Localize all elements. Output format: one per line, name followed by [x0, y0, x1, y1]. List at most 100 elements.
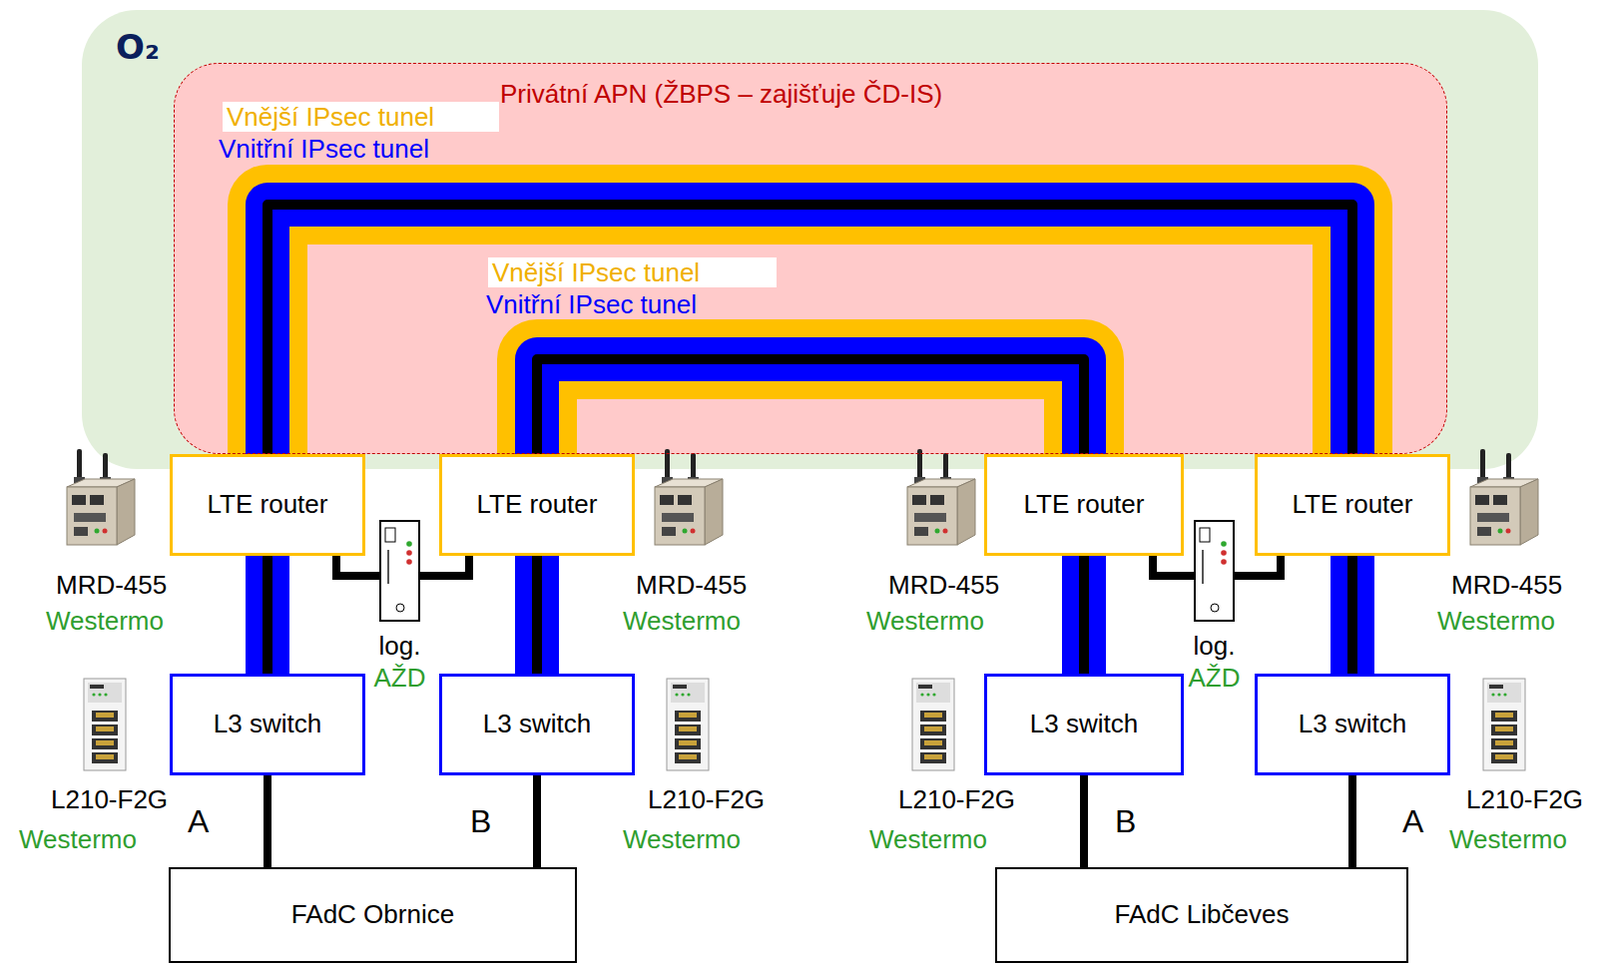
station-link [267, 775, 269, 868]
model-label: L210-F2G [1466, 784, 1584, 815]
station-link [1352, 775, 1354, 868]
station-link [1083, 775, 1085, 868]
logger-cable-stroke [1234, 555, 1281, 576]
operator-logo: O₂ [115, 27, 160, 67]
inner-ipsec-tunnel [267, 204, 1353, 674]
node-label: L3 switch [1030, 709, 1138, 740]
apn-ground [173, 62, 1448, 455]
tunnel-label: Vnější IPsec tunel [222, 101, 500, 132]
logger-picture-part [406, 540, 413, 547]
l3-switch-picture [83, 678, 126, 771]
link-label: B [1111, 803, 1139, 840]
region-title: Privátní APN (ŽBPS – zajišťuje ČD-IS) [500, 79, 943, 110]
vendor-label: Westermo [1449, 824, 1568, 855]
lte-router-box: LTE router [169, 454, 366, 556]
logger-cable [1152, 555, 1194, 576]
node-label: L3 switch [1298, 709, 1407, 740]
model-label: L210-F2G [50, 784, 168, 815]
tunnel-label: Vnější IPsec tunel [488, 257, 777, 288]
logger-cable-stroke [420, 555, 470, 576]
l3-switch-box: L3 switch [169, 673, 366, 776]
logger-picture-part [385, 528, 396, 542]
l3-switch-box: L3 switch [439, 673, 635, 776]
node-label: L3 switch [483, 709, 591, 740]
vendor-label: Westermo [1437, 605, 1556, 636]
logger-picture-part [1220, 558, 1227, 565]
logger-picture-part [406, 549, 413, 556]
logger-picture-part [380, 521, 420, 621]
link-label: A [184, 803, 212, 840]
node-label: LTE router [1292, 490, 1414, 521]
logger-picture-part [1220, 549, 1227, 556]
logger-picture-part [1199, 528, 1210, 542]
station-link-stroke [1079, 775, 1088, 868]
node-label: LTE router [207, 490, 329, 521]
device-label: log. [379, 629, 422, 662]
operator-ground [81, 9, 1539, 470]
link-label: B [467, 803, 495, 840]
logger-cable [336, 555, 380, 576]
logger-picture-part [396, 603, 405, 612]
lte-router-box: LTE router [439, 454, 635, 556]
lte-router-box: LTE router [1254, 454, 1451, 556]
operator-region: O₂ Privátní APN (ŽBPS – zajišťuje ČD-IS) [81, 9, 1539, 470]
station-link-stroke [1348, 775, 1357, 868]
logger-picture [379, 520, 421, 622]
logger-picture-part [1210, 603, 1219, 612]
logger-cable-stroke [1152, 555, 1194, 576]
model-label: L210-F2G [898, 784, 1016, 815]
logger-picture [1193, 520, 1235, 622]
lte-router-picture [66, 449, 135, 545]
logger-picture-part [406, 558, 413, 565]
node-label: LTE router [477, 490, 598, 521]
station-box: FAdC Libčeves [995, 867, 1409, 964]
station-box: FAdC Obrnice [168, 867, 577, 964]
tunnel-label: Vnitřní IPsec tunel [214, 133, 434, 164]
model-label: MRD-455 [1451, 569, 1563, 600]
lte-router-picture [654, 449, 723, 545]
node-label: FAdC Obrnice [291, 900, 455, 931]
lte-router-picture [1470, 449, 1539, 545]
logger-picture-part [1194, 521, 1234, 621]
l3-switch-picture [1483, 678, 1526, 771]
lte-router-picture [907, 449, 976, 545]
vendor-label: Westermo [866, 605, 985, 636]
node-label: LTE router [1024, 490, 1145, 521]
logger-device: log.AŽD [371, 520, 429, 694]
vendor-label: Westermo [622, 824, 741, 855]
l3-switch-box: L3 switch [984, 673, 1184, 776]
l3-switch-box: L3 switch [1254, 673, 1451, 776]
vendor-label: AŽD [374, 661, 427, 694]
model-label: MRD-455 [55, 569, 167, 600]
logger-cable [1234, 555, 1281, 576]
l3-switch-picture [912, 678, 955, 771]
inner-ipsec-tunnel-stroke [267, 204, 1353, 674]
logger-picture-part [1201, 549, 1204, 584]
model-label: MRD-455 [888, 569, 1000, 600]
l3-switch-picture [666, 678, 709, 771]
vendor-label: Westermo [869, 824, 988, 855]
logger-picture-part [1220, 540, 1227, 547]
logger-cable-stroke [336, 555, 380, 576]
node-label: FAdC Libčeves [1114, 900, 1290, 931]
station-link-stroke [263, 775, 272, 868]
node-label: L3 switch [213, 709, 322, 740]
vendor-label: Westermo [45, 605, 164, 636]
model-label: L210-F2G [647, 784, 765, 815]
outer-ipsec-tunnel [267, 204, 1353, 455]
tunnel-label: Vnitřní IPsec tunel [482, 289, 701, 320]
device-label: log. [1193, 629, 1236, 662]
link-label: A [1399, 803, 1427, 840]
logger-device: log.AŽD [1185, 520, 1243, 694]
vendor-label: Westermo [18, 824, 137, 855]
inner-ipsec-tunnel-stroke [267, 204, 1353, 674]
outer-ipsec-tunnel-stroke [267, 204, 1353, 455]
lte-router-box: LTE router [984, 454, 1184, 556]
logger-cable [420, 555, 470, 576]
station-link [536, 775, 538, 868]
logger-picture-part [387, 549, 390, 584]
model-label: MRD-455 [635, 569, 747, 600]
station-link-stroke [533, 775, 541, 868]
vendor-label: Westermo [622, 605, 741, 636]
